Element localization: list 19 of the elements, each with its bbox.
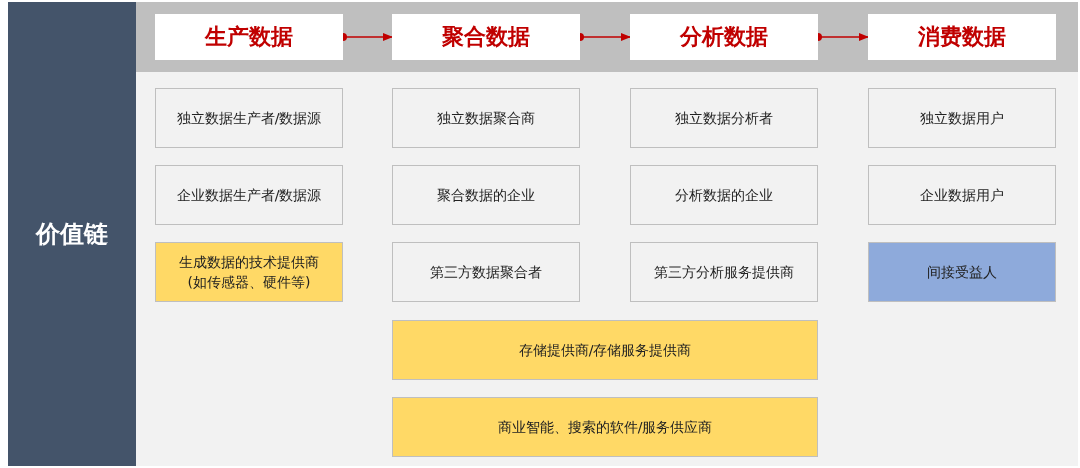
role-box: 独立数据用户 bbox=[868, 88, 1056, 148]
role-box: 分析数据的企业 bbox=[630, 165, 818, 225]
side-label-band: 价值链 bbox=[8, 2, 136, 466]
stage-header: 聚合数据 bbox=[392, 14, 580, 60]
role-box: 企业数据用户 bbox=[868, 165, 1056, 225]
role-box: 间接受益人 bbox=[868, 242, 1056, 302]
role-box: 第三方分析服务提供商 bbox=[630, 242, 818, 302]
role-box: 聚合数据的企业 bbox=[392, 165, 580, 225]
role-box: 企业数据生产者/数据源 bbox=[155, 165, 343, 225]
role-box: 生成数据的技术提供商(如传感器、硬件等) bbox=[155, 242, 343, 302]
role-box: 独立数据分析者 bbox=[630, 88, 818, 148]
role-box: 第三方数据聚合者 bbox=[392, 242, 580, 302]
stage-header: 分析数据 bbox=[630, 14, 818, 60]
stage-header: 生产数据 bbox=[155, 14, 343, 60]
role-box: 存储提供商/存储服务提供商 bbox=[392, 320, 818, 380]
role-box: 独立数据生产者/数据源 bbox=[155, 88, 343, 148]
role-box: 独立数据聚合商 bbox=[392, 88, 580, 148]
role-box: 商业智能、搜索的软件/服务供应商 bbox=[392, 397, 818, 457]
stage-header: 消费数据 bbox=[868, 14, 1056, 60]
